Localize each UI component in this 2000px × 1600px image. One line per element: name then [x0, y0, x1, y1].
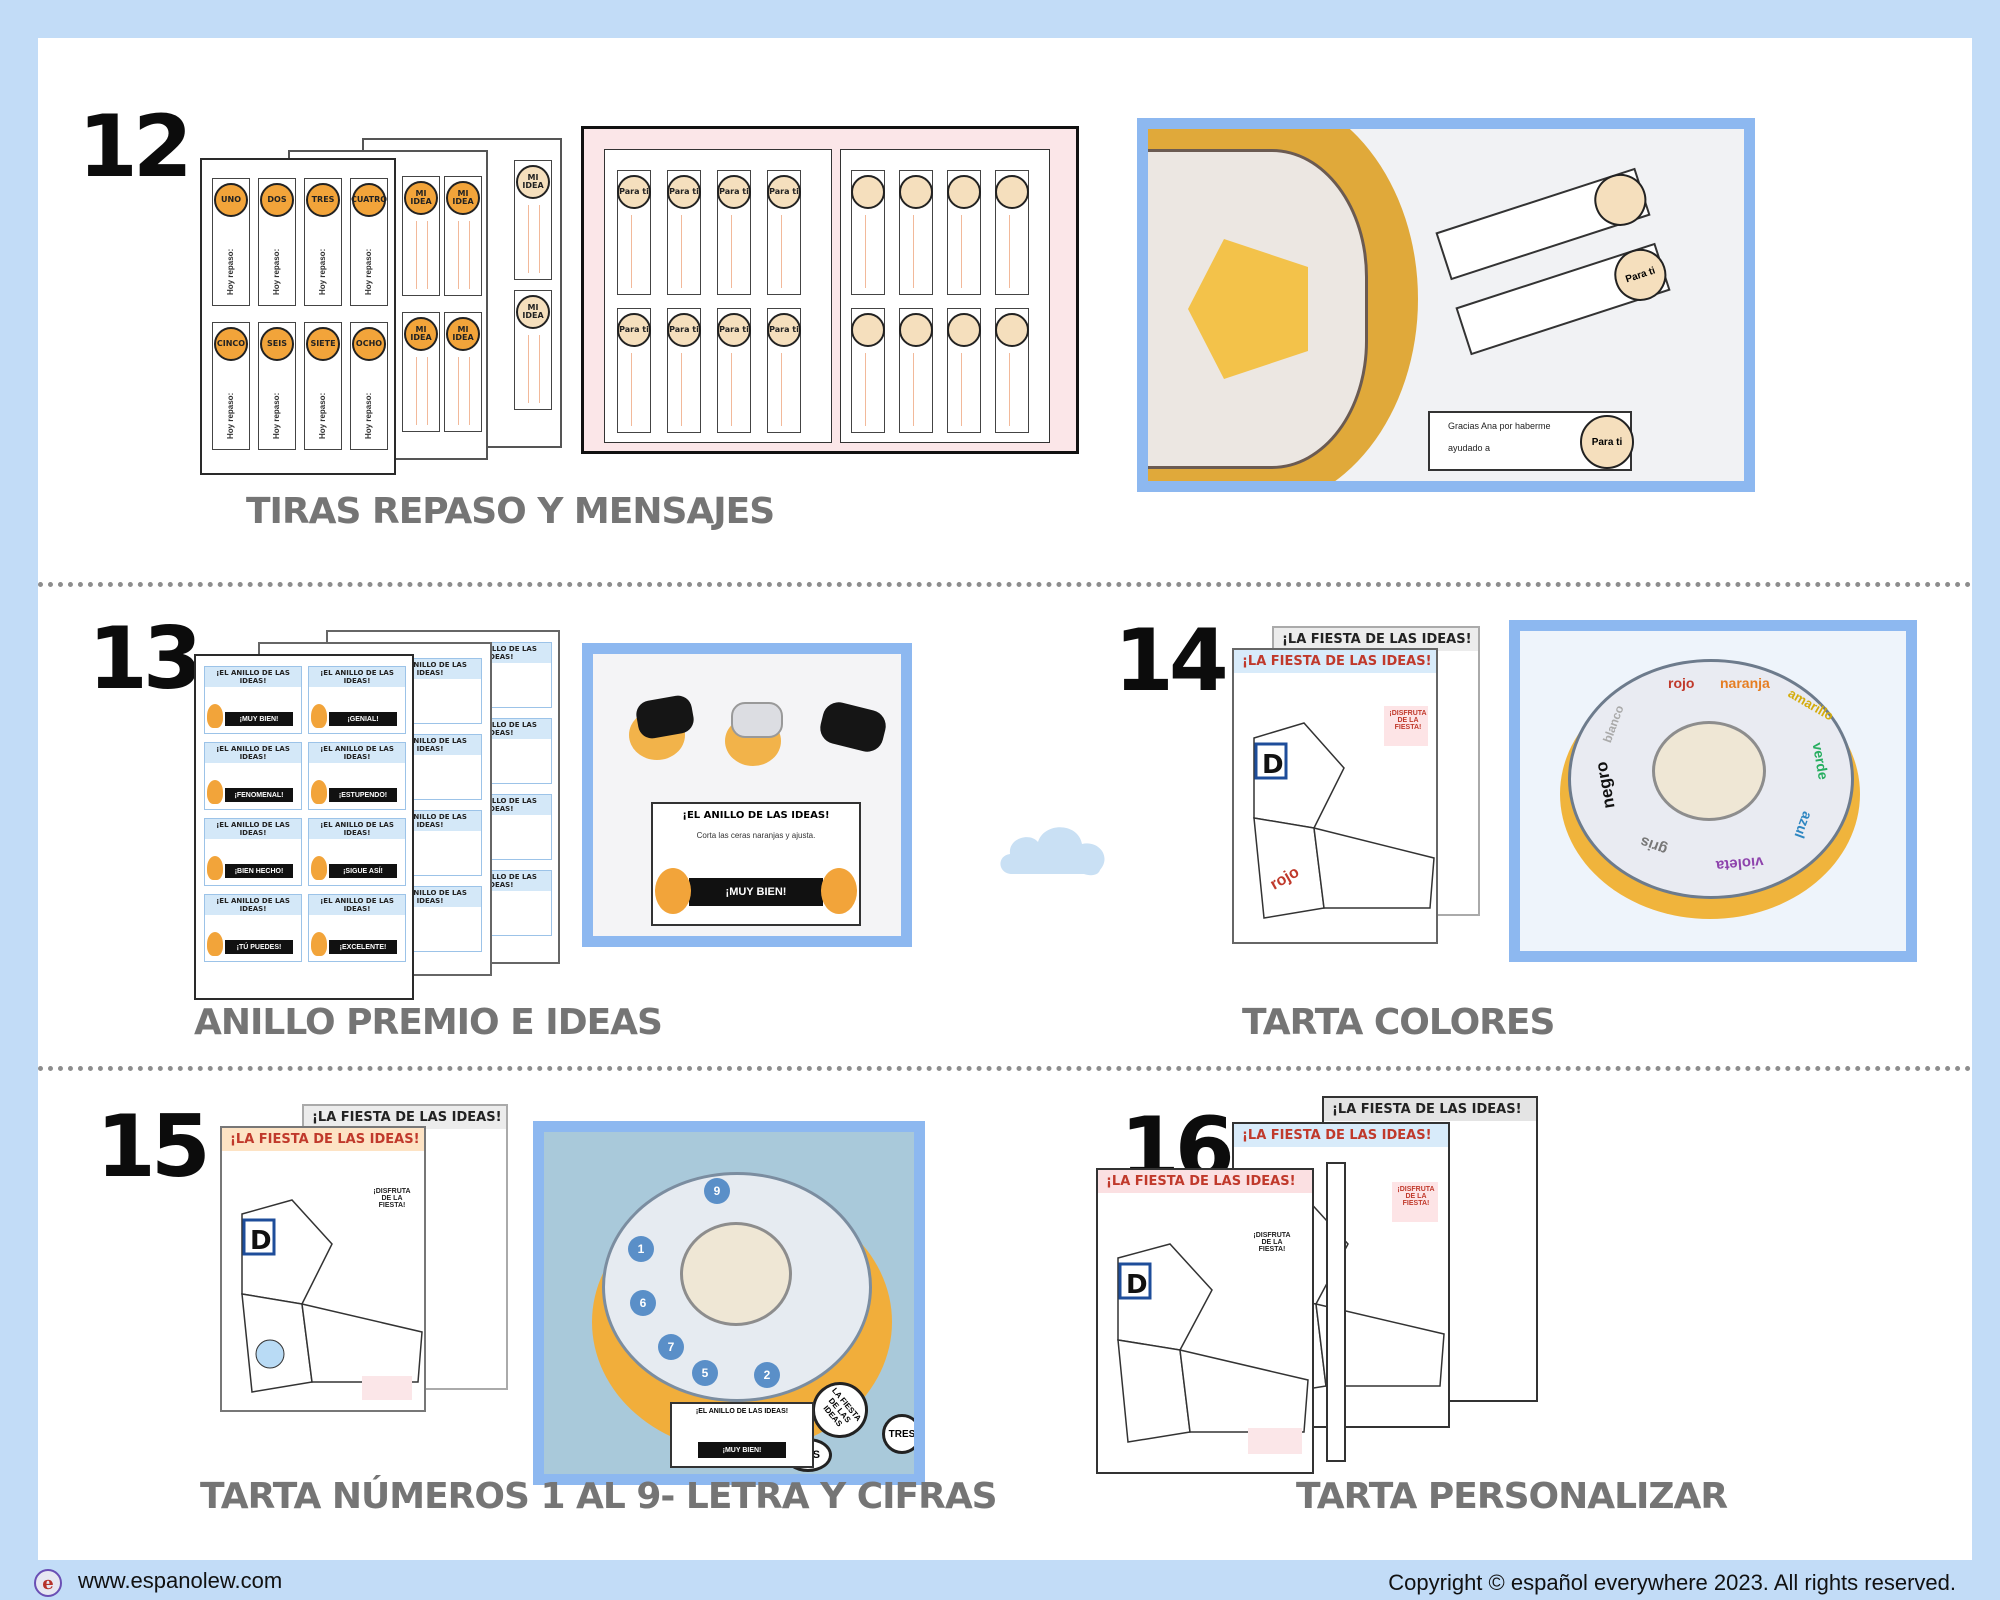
- number-cake-template: ¡LA FIESTA DE LAS IDEAS! D ¡DISFRUTA DE …: [220, 1126, 426, 1412]
- blank-strip: [995, 170, 1029, 295]
- blank-strip: [851, 308, 885, 433]
- section-number-12: 12: [78, 97, 193, 197]
- section-caption-15: TARTA NÚMEROS 1 AL 9- LETRA Y CIFRAS: [200, 1476, 998, 1517]
- blank-strip: [899, 170, 933, 295]
- cake-net-diagram: [241, 1199, 423, 1400]
- photo-message-strips: Para ti Gracias Ana por haberme ayudado …: [1137, 118, 1755, 492]
- idea-bubble: MI IDEA: [516, 295, 550, 329]
- message-strip: Para ti: [667, 308, 701, 433]
- strip: MI IDEA: [402, 312, 440, 432]
- sheet-edge: [1326, 1162, 1346, 1462]
- message-strip: Para ti: [617, 170, 651, 295]
- section-divider: [38, 1066, 1972, 1071]
- section-divider: [38, 582, 1972, 587]
- section-caption-14: TARTA COLORES: [1242, 1002, 1555, 1043]
- section-number-15: 15: [96, 1097, 211, 1197]
- section-caption-16: TARTA PERSONALIZAR: [1296, 1476, 1728, 1517]
- award-card: ¡EL ANILLO DE LAS IDEAS!¡FENOMENAL!: [204, 742, 302, 810]
- award-card: ¡EL ANILLO DE LAS IDEAS!¡BIEN HECHO!: [204, 818, 302, 886]
- message-panel-right: [840, 149, 1050, 443]
- cake-template-colors: ¡LA FIESTA DE LAS IDEAS! D ¡DISFRUTA DE …: [1232, 648, 1438, 944]
- message-strip: Para ti: [767, 308, 801, 433]
- section-number-13: 13: [88, 609, 203, 709]
- award-card: ¡EL ANILLO DE LAS IDEAS!¡EXCELENTE!: [308, 894, 406, 962]
- idea-bubble: MI IDEA: [516, 165, 550, 199]
- cake-net-diagram: [1117, 1243, 1309, 1454]
- strip: MI IDEA: [444, 176, 482, 296]
- section-caption-13: ANILLO PREMIO E IDEAS: [194, 1002, 663, 1043]
- photo-award-rings: ¡EL ANILLO DE LAS IDEAS! Corta las ceras…: [582, 643, 912, 947]
- award-card: ¡EL ANILLO DE LAS IDEAS!¡SIGUE ASÍ!: [308, 818, 406, 886]
- blank-strip: [947, 308, 981, 433]
- message-strip: Para ti: [717, 170, 751, 295]
- message-strips-sheet: Para ti Para ti Para ti Para ti Para ti …: [581, 126, 1079, 454]
- blank-strip: [947, 170, 981, 295]
- footer-copyright: Copyright © español everywhere 2023. All…: [1388, 1570, 1956, 1595]
- idea-bubble: MI IDEA: [404, 181, 438, 215]
- award-card: ¡EL ANILLO DE LAS IDEAS!¡MUY BIEN!: [204, 666, 302, 734]
- ring-sheet-front: ¡EL ANILLO DE LAS IDEAS!¡MUY BIEN! ¡EL A…: [194, 654, 414, 1000]
- blank-strip: [851, 170, 885, 295]
- blank-strip: [899, 308, 933, 433]
- award-card: ¡EL ANILLO DE LAS IDEAS!¡TÚ PUEDES!: [204, 894, 302, 962]
- strip: MI IDEA: [514, 290, 552, 410]
- footer-website-link[interactable]: www.espanolew.com: [78, 1568, 283, 1593]
- blank-strip: [995, 308, 1029, 433]
- idea-bubble: MI IDEA: [446, 317, 480, 351]
- brand-logo: e: [34, 1569, 62, 1597]
- strip: MI IDEA: [444, 312, 482, 432]
- section-number-14: 14: [1114, 611, 1229, 711]
- photo-message-strip: Gracias Ana por haberme ayudado a Para t…: [1428, 411, 1634, 471]
- catalog-sheet: 12 MI IDEA MI IDEA MI IDEA MI IDEA MI ID…: [38, 38, 1972, 1560]
- idea-bubble: MI IDEA: [404, 317, 438, 351]
- message-strip: Para ti: [767, 170, 801, 295]
- idea-bubble: MI IDEA: [446, 181, 480, 215]
- cake-net-diagram: [1253, 706, 1435, 919]
- section-caption-12: TIRAS REPASO Y MENSAJES: [246, 491, 775, 532]
- message-panel-left: Para ti Para ti Para ti Para ti Para ti …: [604, 149, 832, 443]
- message-strip: Para ti: [617, 308, 651, 433]
- message-strip: Para ti: [717, 308, 751, 433]
- strip: MI IDEA: [402, 176, 440, 296]
- message-strip: Para ti: [667, 170, 701, 295]
- cloud-icon: [1000, 827, 1105, 876]
- photo-number-cake: 9 1 6 7 5 2 LA FIESTA DE LAS IDEAS DOS T…: [533, 1121, 925, 1485]
- strip: MI IDEA: [514, 160, 552, 280]
- award-card: ¡EL ANILLO DE LAS IDEAS!¡ESTUPENDO!: [308, 742, 406, 810]
- photo-color-cake: rojo naranja amarillo verde azul violeta…: [1509, 620, 1917, 962]
- photo-award-card: ¡EL ANILLO DE LAS IDEAS! Corta las ceras…: [651, 802, 861, 926]
- photo-award-card: ¡EL ANILLO DE LAS IDEAS! ¡MUY BIEN!: [670, 1402, 814, 1468]
- award-card: ¡EL ANILLO DE LAS IDEAS!¡GENIAL!: [308, 666, 406, 734]
- custom-cake-template-pink: ¡LA FIESTA DE LAS IDEAS! D ¡DISFRUTA DE …: [1096, 1168, 1314, 1474]
